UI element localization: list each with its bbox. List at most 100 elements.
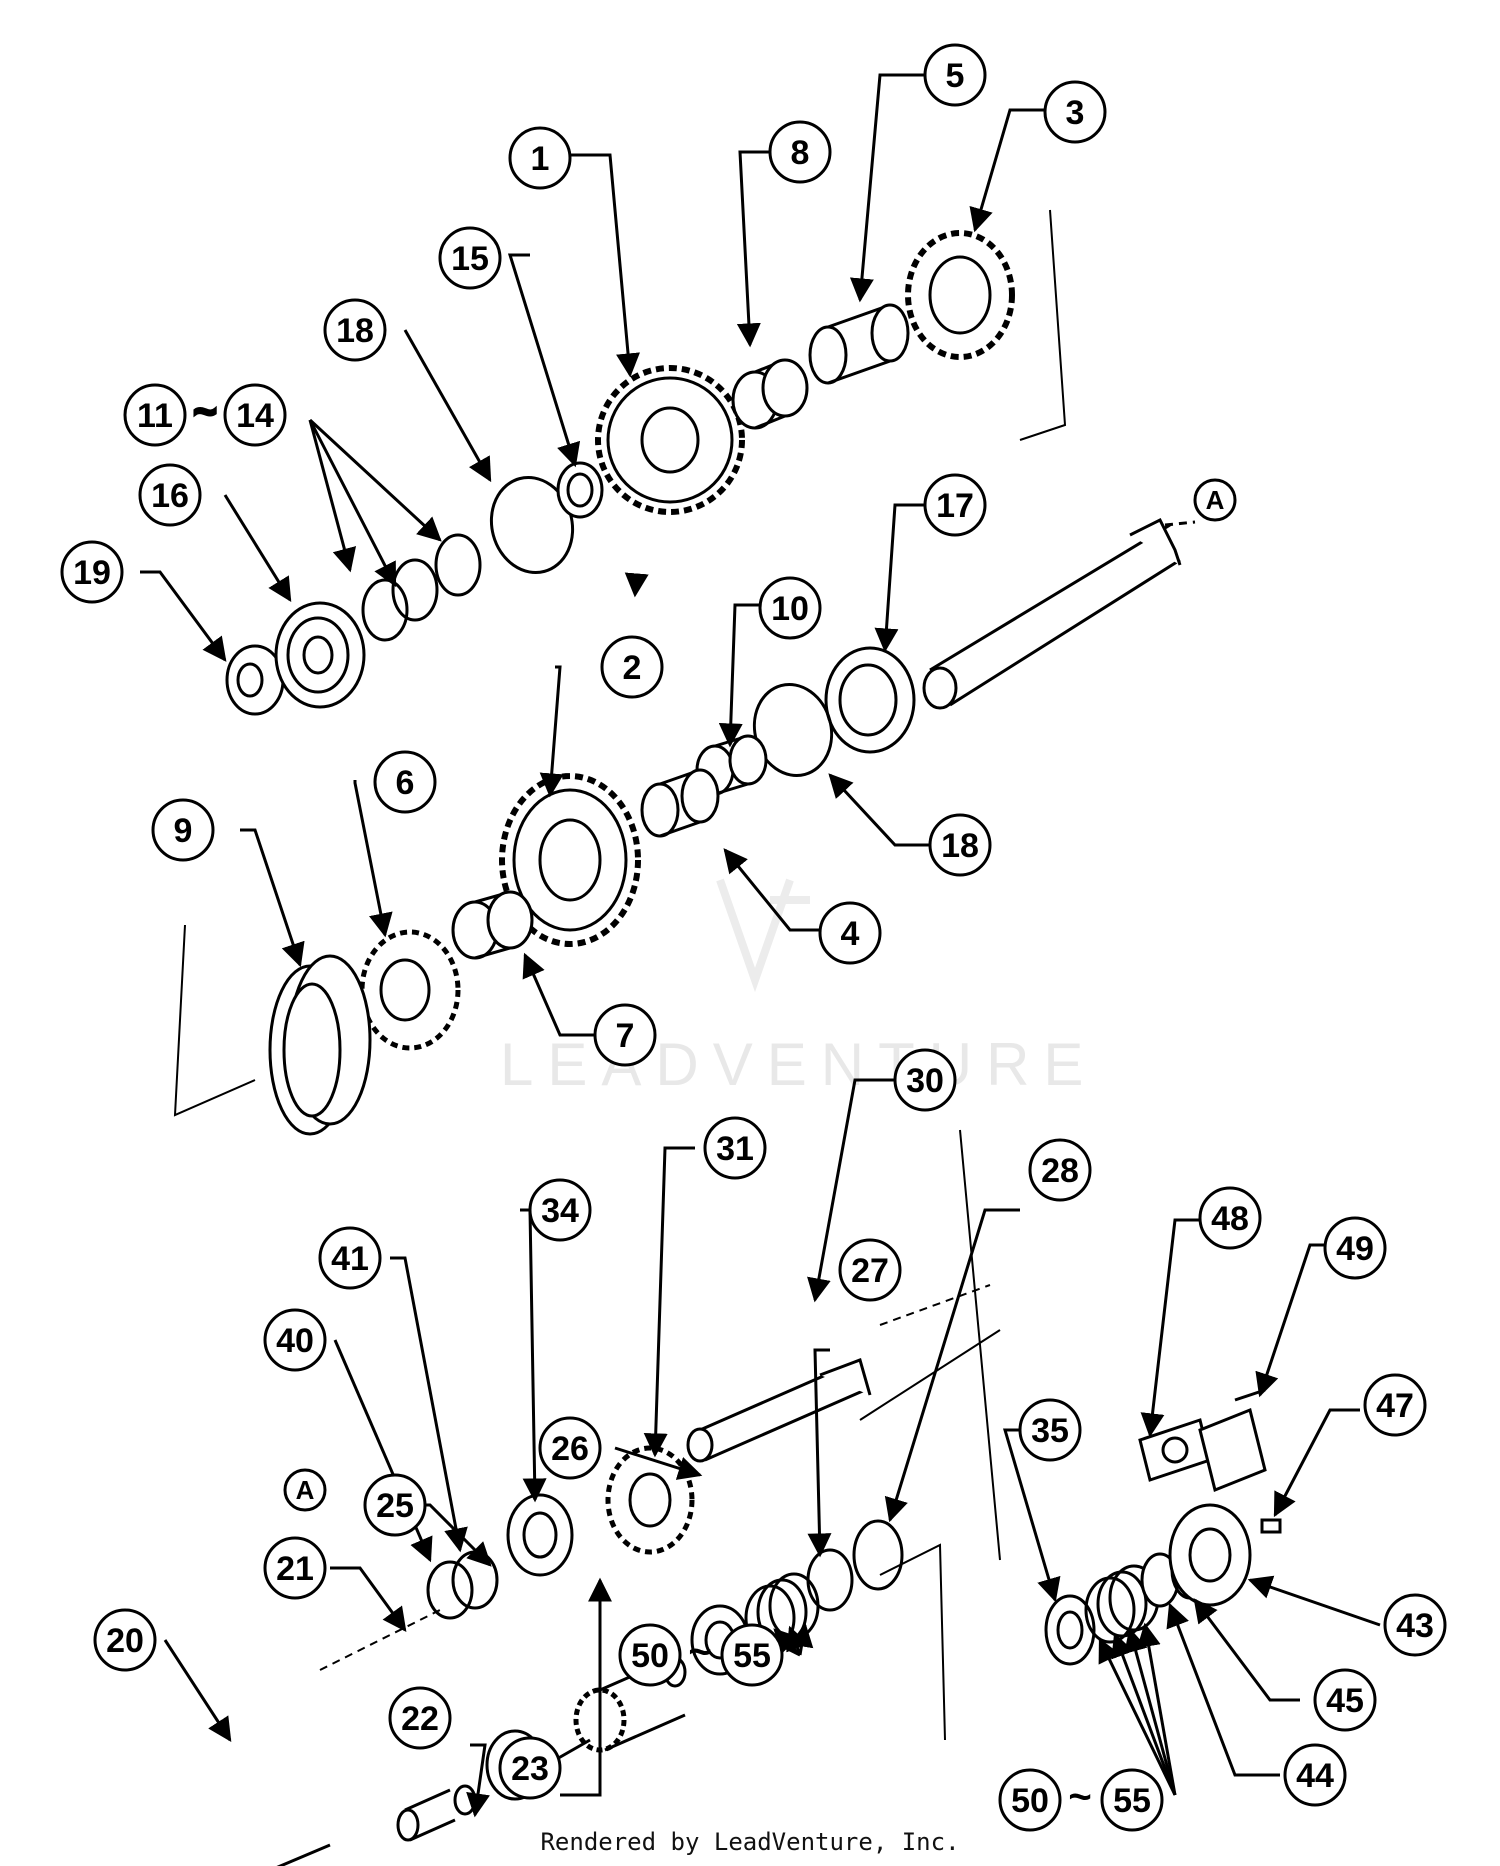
part-34-bearing bbox=[506, 1493, 574, 1577]
callout-8[interactable]: 8 bbox=[768, 120, 832, 184]
part-35-bearing bbox=[1044, 1594, 1096, 1666]
callout-50-upper-label: 50 bbox=[631, 1637, 669, 1675]
callout-30-label: 30 bbox=[906, 1062, 944, 1100]
leader-3 bbox=[969, 108, 1045, 233]
callout-4[interactable]: 4 bbox=[818, 901, 882, 965]
leader-30 bbox=[807, 1078, 895, 1303]
part-3-gear bbox=[905, 230, 1015, 360]
callout-28-label: 28 bbox=[1041, 1152, 1079, 1190]
callout-30[interactable]: 30 bbox=[893, 1048, 957, 1112]
leader-14c bbox=[308, 418, 442, 542]
callout-19-label: 19 bbox=[73, 554, 111, 592]
callout-20[interactable]: 20 bbox=[93, 1608, 157, 1672]
leader-27 bbox=[807, 1348, 832, 1558]
callout-9-label: 9 bbox=[174, 812, 193, 850]
callout-3[interactable]: 3 bbox=[1043, 80, 1107, 144]
leader-50b-1 bbox=[1098, 1637, 1177, 1796]
callout-55-lower[interactable]: 55 bbox=[1100, 1768, 1164, 1832]
part-27-ring bbox=[806, 1548, 854, 1612]
leader-20 bbox=[163, 1639, 232, 1743]
callout-28[interactable]: 28 bbox=[1028, 1138, 1092, 1202]
callout-23[interactable]: 23 bbox=[498, 1736, 562, 1800]
callout-7[interactable]: 7 bbox=[593, 1003, 657, 1067]
callout-6-label: 6 bbox=[396, 764, 415, 802]
callout-9[interactable]: 9 bbox=[151, 798, 215, 862]
part-7-needle-bearing bbox=[451, 890, 534, 960]
callout-31[interactable]: 31 bbox=[703, 1116, 767, 1180]
callout-34[interactable]: 34 bbox=[528, 1178, 592, 1242]
leader-14b bbox=[308, 419, 397, 588]
reference-mark-a-top: A bbox=[1193, 478, 1237, 522]
callout-2-label: 2 bbox=[623, 649, 642, 687]
callout-1-label: 1 bbox=[531, 140, 550, 178]
part-19-nut bbox=[225, 644, 285, 716]
callout-15[interactable]: 15 bbox=[438, 226, 502, 290]
callout-15-label: 15 bbox=[451, 240, 489, 278]
callout-17-label: 17 bbox=[936, 487, 974, 525]
part-shaft-top bbox=[922, 517, 1196, 710]
callout-19[interactable]: 19 bbox=[60, 540, 124, 604]
leader-21 bbox=[330, 1566, 407, 1632]
part-15-collar bbox=[556, 461, 604, 519]
leader-50b-3 bbox=[1124, 1627, 1177, 1796]
callout-22[interactable]: 22 bbox=[388, 1686, 452, 1750]
footer-credit: Rendered by LeadVenture, Inc. bbox=[540, 1828, 960, 1856]
part-20-shaft bbox=[276, 1843, 331, 1866]
callout-3-label: 3 bbox=[1066, 94, 1085, 132]
leader-14a bbox=[308, 419, 357, 573]
callout-25-label: 25 bbox=[376, 1487, 414, 1525]
callout-18-mid[interactable]: 18 bbox=[928, 813, 992, 877]
reference-mark-a-top-label: A bbox=[1206, 485, 1225, 515]
callout-35[interactable]: 35 bbox=[1018, 1398, 1082, 1462]
callout-11[interactable]: 11 bbox=[123, 383, 187, 447]
callout-18-top[interactable]: 18 bbox=[323, 298, 387, 362]
callout-14-label: 14 bbox=[236, 397, 274, 435]
part-9-sleeve bbox=[268, 954, 372, 1136]
part-4-sleeve bbox=[640, 768, 720, 838]
callout-16[interactable]: 16 bbox=[138, 463, 202, 527]
callout-55-upper-label: 55 bbox=[733, 1637, 771, 1675]
callout-10[interactable]: 10 bbox=[758, 576, 822, 640]
callout-45[interactable]: 45 bbox=[1313, 1668, 1377, 1732]
leader-6 bbox=[353, 780, 393, 938]
leader-49 bbox=[1255, 1243, 1340, 1398]
leader-4 bbox=[723, 848, 820, 932]
callout-27[interactable]: 27 bbox=[838, 1238, 902, 1302]
callout-21[interactable]: 21 bbox=[263, 1536, 327, 1600]
callout-17[interactable]: 17 bbox=[923, 473, 987, 537]
callout-6[interactable]: 6 bbox=[373, 750, 437, 814]
callout-50-lower[interactable]: 50 bbox=[998, 1768, 1062, 1832]
leader-18-top bbox=[403, 329, 492, 483]
callout-26-label: 26 bbox=[551, 1430, 589, 1468]
callout-34-label: 34 bbox=[541, 1192, 579, 1230]
callout-41[interactable]: 41 bbox=[318, 1226, 382, 1290]
callout-22-label: 22 bbox=[401, 1700, 439, 1738]
leader-26 bbox=[614, 1446, 703, 1480]
callout-43[interactable]: 43 bbox=[1383, 1593, 1447, 1657]
callout-11-label: 11 bbox=[137, 397, 173, 435]
callout-49[interactable]: 49 bbox=[1323, 1216, 1387, 1280]
leader-23 bbox=[560, 1577, 612, 1797]
callout-25[interactable]: 25 bbox=[363, 1473, 427, 1537]
callout-48[interactable]: 48 bbox=[1198, 1186, 1262, 1250]
callout-1[interactable]: 1 bbox=[508, 126, 572, 190]
callout-31-label: 31 bbox=[716, 1130, 754, 1168]
part-49-cap bbox=[1198, 1388, 1267, 1493]
housing-outline bbox=[859, 1129, 1001, 1561]
center-line-a bbox=[319, 1609, 441, 1671]
callout-26[interactable]: 26 bbox=[538, 1416, 602, 1480]
callout-44-label: 44 bbox=[1296, 1757, 1334, 1795]
callout-2[interactable]: 2 bbox=[600, 635, 664, 699]
callout-50-upper[interactable]: 50 bbox=[618, 1623, 682, 1687]
leader-7 bbox=[522, 952, 595, 1037]
callout-44[interactable]: 44 bbox=[1283, 1743, 1347, 1807]
callout-14[interactable]: 14 bbox=[223, 383, 287, 447]
leader-15 bbox=[507, 253, 581, 468]
leader-50b-2 bbox=[1111, 1632, 1177, 1796]
callout-47[interactable]: 47 bbox=[1363, 1373, 1427, 1437]
callout-40[interactable]: 40 bbox=[263, 1308, 327, 1372]
callout-55-upper[interactable]: 55 bbox=[720, 1623, 784, 1687]
callout-5[interactable]: 5 bbox=[923, 43, 987, 107]
leader-16 bbox=[223, 494, 292, 603]
callout-48-label: 48 bbox=[1211, 1200, 1249, 1238]
